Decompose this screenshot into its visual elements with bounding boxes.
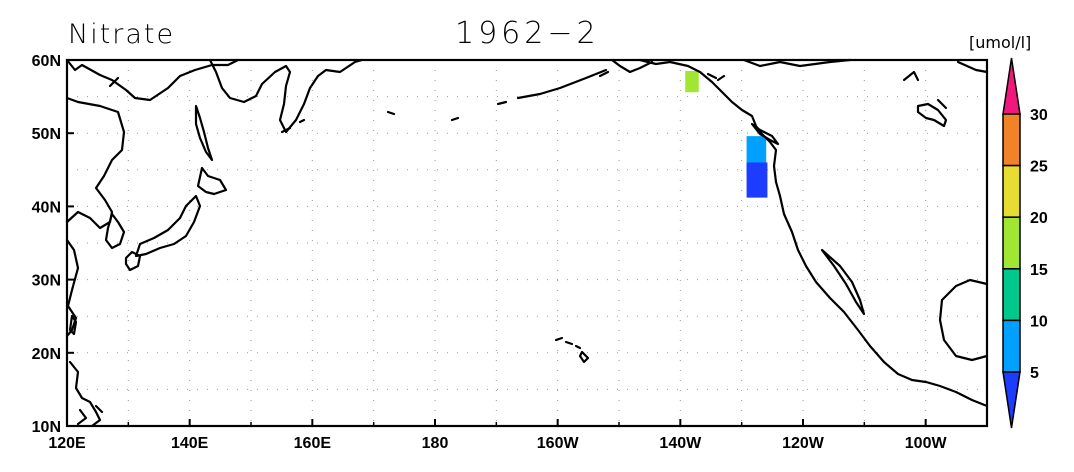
coastline-north-america xyxy=(638,58,989,408)
coastline-china xyxy=(65,238,80,338)
data-patch-gulf-of-alaska xyxy=(685,70,699,93)
lon-tick-label: 120W xyxy=(782,435,825,452)
colorbar-segment xyxy=(1002,164,1021,218)
colorbar: 5 10 15 20 25 30 xyxy=(1002,57,1048,429)
lat-tick-label: 40N xyxy=(32,199,61,216)
coastline-hokkaido xyxy=(196,166,228,196)
data-layer xyxy=(685,70,768,198)
colorbar-segment xyxy=(1002,113,1021,167)
lon-tick-label: 160E xyxy=(294,435,332,452)
coastline-baja xyxy=(820,248,866,316)
colorbar-label: 5 xyxy=(1030,365,1039,382)
lon-tick-label: 140E xyxy=(171,435,209,452)
coastline-sakhalin xyxy=(194,104,214,162)
lon-tick-label: 160W xyxy=(537,435,580,452)
lon-tick-label: 140W xyxy=(659,435,702,452)
lon-tick-label: 120E xyxy=(48,435,86,452)
map-panel: 120E 140E 160E 180 160W 140W 120W 100W 60N 50N 40N… xyxy=(32,53,989,452)
data-patch-oregon-coast-south xyxy=(746,162,768,198)
map-frame xyxy=(65,58,989,428)
colorbar-arrow-top xyxy=(1002,57,1021,115)
colorbar-segment xyxy=(1002,319,1021,373)
variable-title: Nitrate xyxy=(68,19,175,50)
lat-tick-label: 30N xyxy=(32,273,61,290)
coastline-asia xyxy=(65,58,240,230)
coastline-philippines xyxy=(68,360,104,428)
axis-ticks: 120E 140E 160E 180 160W 140W 120W 100W 60N 50N 40N… xyxy=(32,53,948,452)
coastline-kamchatka xyxy=(208,58,364,134)
colorbar-label: 20 xyxy=(1030,210,1048,227)
lat-tick-label: 50N xyxy=(32,126,61,143)
lon-tick-label: 100W xyxy=(905,435,948,452)
lat-tick-label: 20N xyxy=(32,346,61,363)
colorbar-segment xyxy=(1002,216,1021,270)
coastlines xyxy=(65,58,989,428)
coastline-korea xyxy=(104,212,126,250)
coastline-hawaii xyxy=(554,336,590,364)
colorbar-label: 15 xyxy=(1030,262,1048,279)
grid-lines xyxy=(67,60,987,426)
coastline-hudson-east xyxy=(902,60,989,128)
units-label: [umol/l] xyxy=(969,33,1031,52)
colorbar-arrow-bottom xyxy=(1002,371,1021,429)
coastline-taiwan xyxy=(68,314,78,336)
colorbar-label: 25 xyxy=(1030,159,1048,176)
colorbar-segment xyxy=(1002,268,1021,322)
coastline-aleutians xyxy=(280,68,610,134)
coastline-gulf-mexico xyxy=(938,278,989,362)
lat-tick-label: 10N xyxy=(32,419,61,436)
coastline-alaska-west xyxy=(610,58,852,82)
coastline-honshu xyxy=(134,194,202,258)
lon-tick-label: 180 xyxy=(422,435,449,452)
coastline-kyushu xyxy=(124,250,142,272)
date-title: 1962−2 xyxy=(455,16,600,51)
colorbar-label: 30 xyxy=(1030,107,1048,124)
coastline-vancouver-island xyxy=(750,122,780,146)
colorbar-label: 10 xyxy=(1030,313,1048,330)
lat-tick-label: 60N xyxy=(32,53,61,70)
